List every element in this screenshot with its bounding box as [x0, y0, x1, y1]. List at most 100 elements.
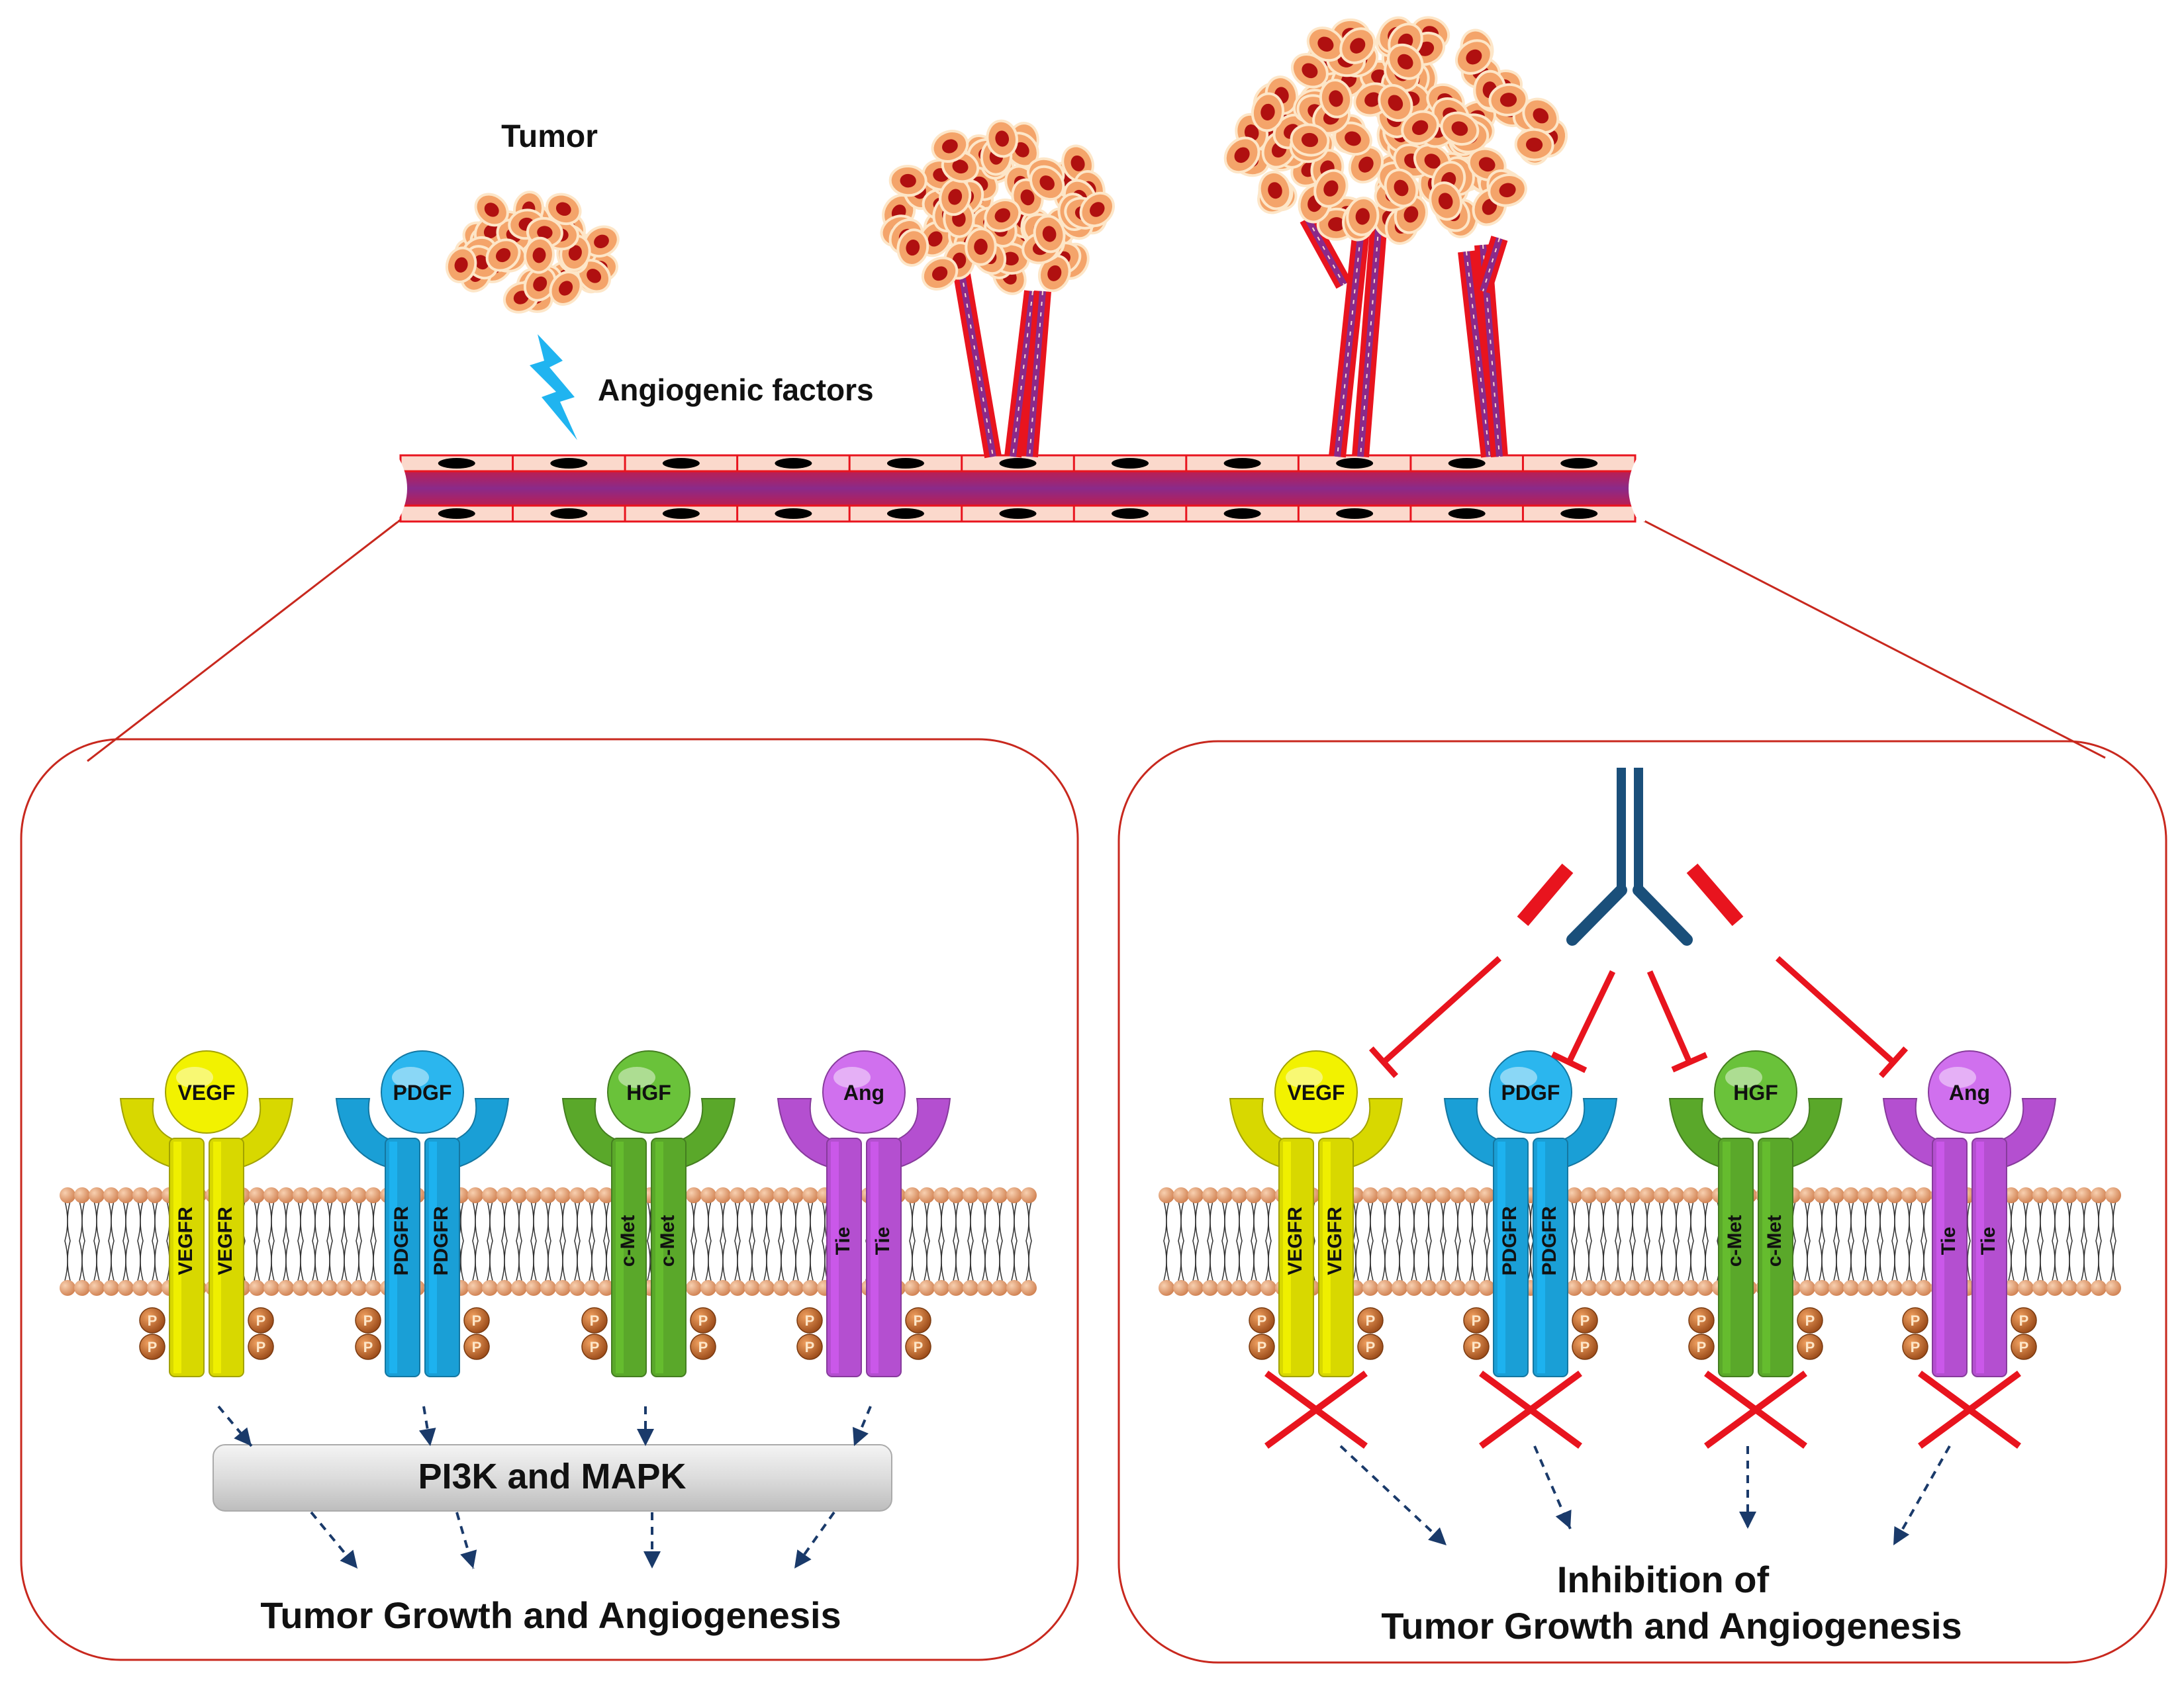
svg-text:P: P: [1697, 1339, 1707, 1355]
svg-text:P: P: [698, 1339, 708, 1355]
zoom-line-left: [87, 515, 406, 762]
svg-text:P: P: [590, 1339, 600, 1355]
phosphate-icon: [581, 1307, 608, 1334]
svg-text:P: P: [1580, 1312, 1590, 1329]
phosphate-icon: [1797, 1307, 1823, 1334]
svg-text:P: P: [472, 1339, 482, 1355]
tumor-label: Tumor: [501, 119, 598, 154]
phosphate-icon: [248, 1334, 274, 1360]
ligand-label: HGF: [1733, 1081, 1778, 1105]
svg-text:P: P: [1472, 1312, 1482, 1329]
svg-text:P: P: [2019, 1312, 2029, 1329]
receptor-label: Tie: [1977, 1227, 1999, 1255]
svg-text:P: P: [805, 1339, 815, 1355]
receptor-label: c-Met: [1724, 1215, 1746, 1267]
svg-text:P: P: [914, 1339, 924, 1355]
phosphate-icon: [905, 1307, 931, 1334]
receptor-label: VEGFR: [214, 1207, 236, 1275]
svg-text:P: P: [1697, 1312, 1707, 1329]
svg-text:P: P: [256, 1312, 266, 1329]
ligand-label: Ang: [1949, 1081, 1990, 1105]
pathway-label: PI3K and MAPK: [418, 1457, 686, 1496]
phosphate-icon: [248, 1307, 274, 1334]
phosphate-icon: [355, 1307, 381, 1334]
ligand-label: PDGF: [1501, 1081, 1560, 1105]
ligand-label: Ang: [843, 1081, 884, 1105]
phosphate-icon: [139, 1334, 166, 1360]
phosphate-icon: [690, 1334, 716, 1360]
svg-text:P: P: [698, 1312, 708, 1329]
receptor-label: PDGFR: [391, 1206, 412, 1275]
phosphate-icon: [796, 1334, 823, 1360]
signal-arrows: [217, 1405, 1951, 1570]
svg-text:P: P: [1580, 1339, 1590, 1355]
right-panel-frame: [1117, 740, 2167, 1664]
phosphate-icon: [139, 1307, 166, 1334]
phosphate-icon: [1688, 1334, 1715, 1360]
svg-text:P: P: [148, 1339, 158, 1355]
receptor-label: PDGFR: [430, 1206, 452, 1275]
ligand-label: HGF: [626, 1081, 671, 1105]
tumor-clusters: [445, 16, 1568, 314]
svg-text:P: P: [1366, 1339, 1376, 1355]
phosphate-icon: [581, 1334, 608, 1360]
receptor-label: Tie: [872, 1227, 894, 1255]
phosphate-icon: [1797, 1334, 1823, 1360]
antibody-icon: [1517, 768, 1744, 946]
blood-vessel: [391, 454, 1645, 523]
phosphate-icon: [1572, 1334, 1598, 1360]
svg-text:P: P: [1257, 1339, 1267, 1355]
phosphate-icon: [463, 1334, 490, 1360]
svg-text:P: P: [1805, 1339, 1815, 1355]
svg-text:P: P: [1472, 1339, 1482, 1355]
svg-text:P: P: [1911, 1312, 1921, 1329]
svg-text:P: P: [363, 1339, 373, 1355]
ligand-label: PDGF: [393, 1081, 452, 1105]
svg-text:P: P: [2019, 1339, 2029, 1355]
receptor-label: Tie: [832, 1227, 854, 1255]
receptor-label: VEGFR: [175, 1207, 197, 1275]
phosphate-icon: [905, 1334, 931, 1360]
svg-text:P: P: [1805, 1312, 1815, 1329]
phosphate-icon: [1463, 1334, 1490, 1360]
zoom-line-right: [1635, 515, 2106, 759]
receptor-label: c-Met: [657, 1215, 679, 1267]
phosphate-icon: [690, 1307, 716, 1334]
receptor-label: PDGFR: [1499, 1206, 1521, 1275]
lightning-bolt-icon: [530, 334, 577, 440]
phosphate-icon: [355, 1334, 381, 1360]
receptor-label: c-Met: [1764, 1215, 1785, 1267]
cell-membranes: [60, 1187, 2121, 1296]
phosphate-icon: [1902, 1334, 1928, 1360]
svg-text:P: P: [256, 1339, 266, 1355]
receptor-label: VEGFR: [1324, 1207, 1346, 1275]
right-outcome-line1: Inhibition of: [1557, 1559, 1770, 1600]
phosphate-icon: [1249, 1307, 1275, 1334]
ligand-label: VEGF: [177, 1081, 235, 1105]
vessel-sprouts: [949, 204, 1508, 459]
svg-text:P: P: [1366, 1312, 1376, 1329]
phosphate-icon: [1572, 1307, 1598, 1334]
ligand-label: VEGF: [1287, 1081, 1345, 1105]
receptor-label: PDGFR: [1539, 1206, 1560, 1275]
receptor-label: Tie: [1938, 1227, 1960, 1255]
angiogenic-factors-label: Angiogenic factors: [598, 373, 874, 407]
inhibition-lines: [1264, 956, 2021, 1449]
svg-text:P: P: [1911, 1339, 1921, 1355]
phosphate-icon: [463, 1307, 490, 1334]
phosphate-icon: [1902, 1307, 1928, 1334]
pathway-box: [213, 1444, 892, 1512]
phosphate-icon: [2011, 1307, 2037, 1334]
svg-text:P: P: [148, 1312, 158, 1329]
svg-text:P: P: [805, 1312, 815, 1329]
